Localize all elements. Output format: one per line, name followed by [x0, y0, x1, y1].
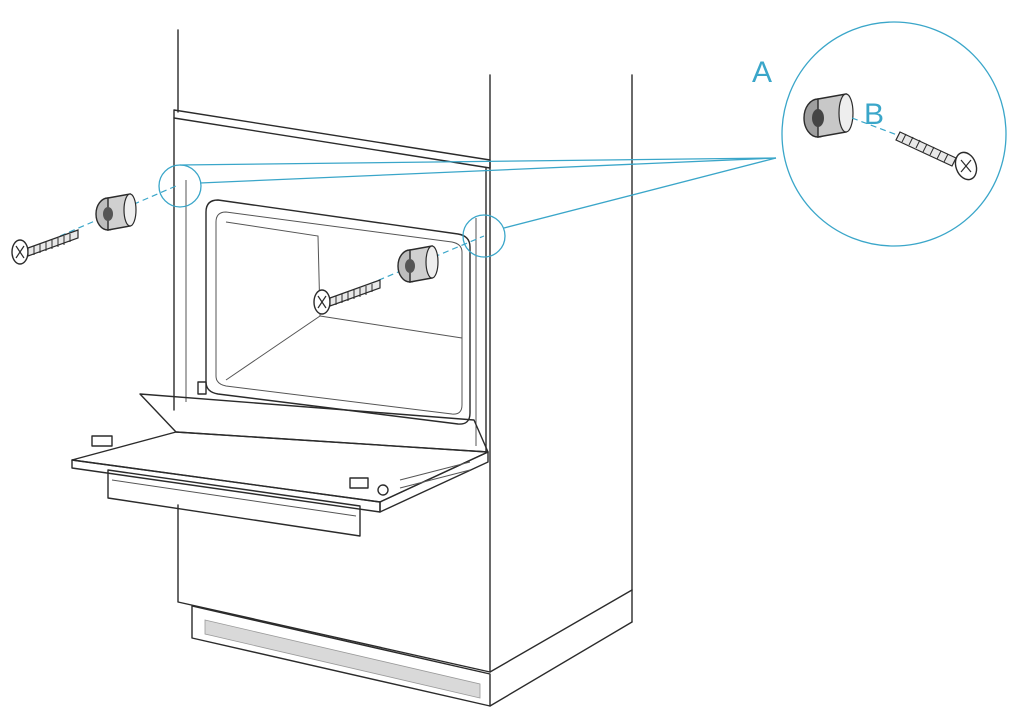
cabinet [177, 29, 633, 707]
wall-plug-icon [397, 245, 439, 283]
detail-magnifier [781, 21, 1007, 247]
label-a: A [752, 56, 772, 89]
oven [71, 109, 491, 537]
wall-plug-icon [95, 193, 137, 231]
callout-marker-left [158, 164, 202, 208]
wall-plug-icon [803, 93, 854, 138]
callout: A B [158, 21, 1007, 258]
plinth-recess [204, 619, 481, 699]
callout-marker-right [462, 214, 506, 258]
screw-icon [895, 131, 978, 181]
left-fixing [11, 185, 177, 265]
label-b: B [864, 98, 884, 131]
right-fixing [313, 235, 485, 315]
screw-icon [313, 279, 381, 315]
screw-icon [11, 229, 79, 265]
